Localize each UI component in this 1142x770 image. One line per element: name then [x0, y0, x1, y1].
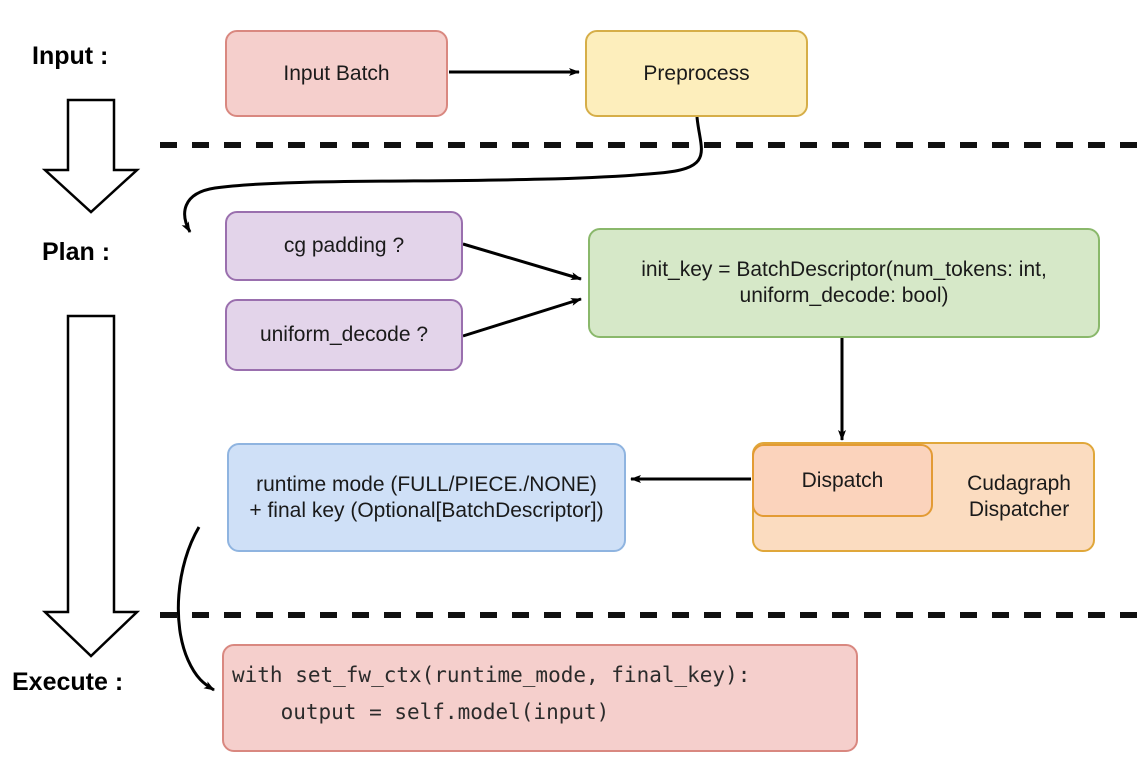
node-init-key[interactable]: init_key = BatchDescriptor(num_tokens: i…	[588, 228, 1100, 338]
cg-padding-to-init-key-arrow	[462, 242, 582, 281]
stage-label-plan: Plan :	[42, 238, 111, 266]
node-input-batch-label: Input Batch	[283, 61, 390, 85]
uniform-decode-to-init-key-arrow	[462, 297, 582, 338]
node-runtime-mode[interactable]: runtime mode (FULL/PIECE./NONE) + final …	[227, 443, 626, 552]
node-cudagraph-dispatcher-line-2: Dispatcher	[968, 498, 1070, 521]
node-execute-code[interactable]: with set_fw_ctx(runtime_mode, final_key)…	[222, 644, 858, 752]
plan-to-execute-block-arrow	[41, 314, 141, 658]
node-dispatch[interactable]: Dispatch	[752, 444, 933, 517]
node-init-key-line-2: uniform_decode: bool)	[739, 284, 949, 307]
node-preprocess-label: Preprocess	[643, 61, 750, 85]
node-runtime-mode-line-2: + final key (Optional[BatchDescriptor])	[249, 498, 604, 522]
node-init-key-line-1: init_key = BatchDescriptor(num_tokens: i…	[641, 258, 1047, 282]
node-cudagraph-dispatcher-line-1: Cudagraph	[967, 472, 1071, 496]
node-execute-code-line-1: with set_fw_ctx(runtime_mode, final_key)…	[232, 663, 751, 687]
node-uniform-decode-label: uniform_decode ?	[259, 323, 429, 347]
stage-label-execute: Execute :	[12, 668, 124, 696]
node-dispatch-label: Dispatch	[801, 468, 884, 492]
node-preprocess[interactable]: Preprocess	[585, 30, 808, 117]
node-cg-padding-label: cg padding ?	[283, 234, 405, 258]
node-cudagraph-dispatcher-label: Cudagraph Dispatcher	[967, 471, 1071, 522]
input-to-plan-block-arrow	[41, 98, 141, 214]
stage-label-input: Input :	[32, 42, 109, 70]
runtime-mode-to-execute-arrow	[176, 526, 215, 692]
node-cg-padding[interactable]: cg padding ?	[225, 211, 463, 281]
node-execute-code-line-2: output = self.model(input)	[230, 700, 610, 724]
node-runtime-mode-line-1: runtime mode (FULL/PIECE./NONE)	[256, 472, 597, 496]
node-input-batch[interactable]: Input Batch	[225, 30, 448, 117]
node-uniform-decode[interactable]: uniform_decode ?	[225, 299, 463, 371]
